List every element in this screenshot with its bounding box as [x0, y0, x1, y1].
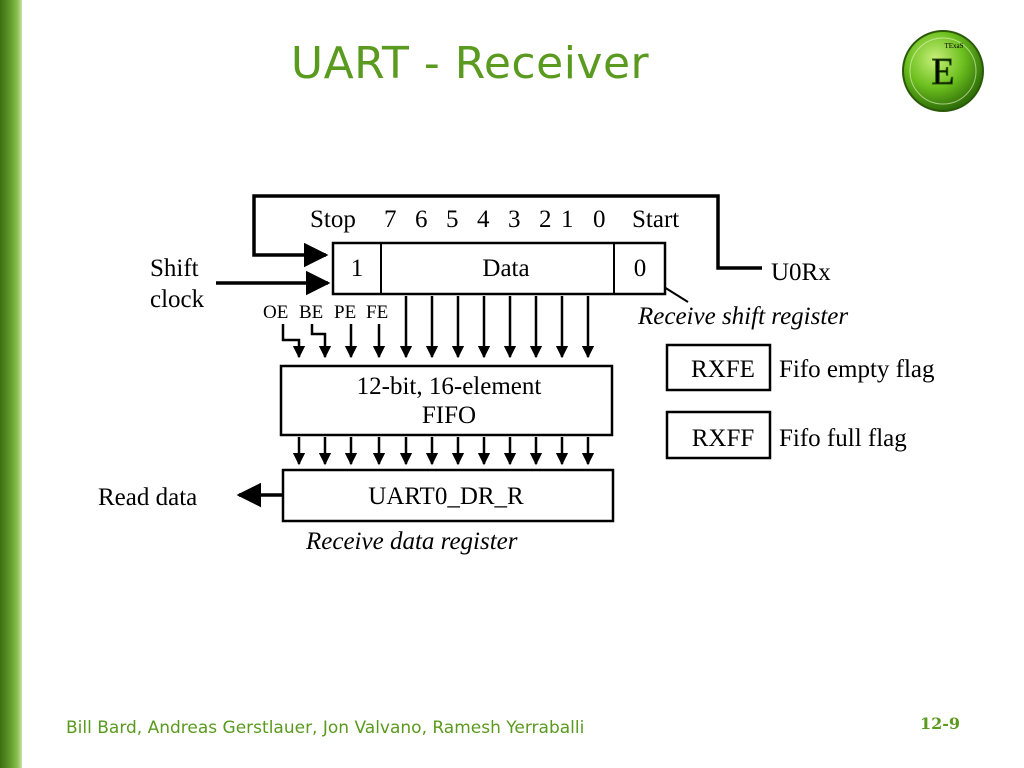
frame-bit-start: Start	[632, 206, 679, 233]
fifo-box: 12-bit, 16-element FIFO	[279, 364, 614, 437]
page-number: 12-9	[920, 714, 961, 733]
frame-bit-1: 1	[561, 206, 574, 233]
oe-flag-label: OE	[263, 302, 288, 323]
u0rx-label: U0Rx	[771, 259, 831, 286]
serial-input-path	[252, 194, 762, 270]
oe-flag-arrow	[281, 324, 306, 359]
frame-bit-0: 0	[593, 206, 606, 233]
rxfe-label: RXFE	[691, 356, 755, 383]
frame-bit-labels: Stop 7 6 5 4 3 2 1 0 Start	[310, 206, 679, 233]
stop-bit-cell: 1	[351, 255, 364, 282]
data-register-label: UART0_DR_R	[368, 483, 524, 510]
be-flag-label: BE	[299, 302, 323, 323]
frame-bit-stop: Stop	[310, 206, 356, 233]
shift-label: Shift	[150, 255, 199, 282]
receive-shift-register: 1 Data 0	[331, 241, 667, 296]
rxff-label: RXFF	[692, 425, 755, 452]
fe-flag-label: FE	[366, 302, 388, 323]
frame-bit-2: 2	[539, 206, 552, 233]
footer-authors: Bill Bard, Andreas Gerstlauer, Jon Valva…	[66, 718, 585, 738]
svg-text:TExaS: TExaS	[944, 42, 963, 50]
slide-title: UART - Receiver	[290, 38, 650, 89]
data-cell: Data	[482, 255, 529, 282]
frame-bit-5: 5	[446, 206, 459, 233]
rxfe-flag: RXFE Fifo empty flag	[665, 343, 935, 392]
data-bit-arrows-to-fifo	[399, 296, 595, 359]
be-flag-arrow	[310, 324, 332, 359]
frame-bit-7: 7	[384, 206, 397, 233]
frame-bit-3: 3	[508, 206, 521, 233]
rxfe-description: Fifo empty flag	[779, 356, 935, 383]
data-register-caption: Receive data register	[305, 528, 518, 555]
rxff-flag: RXFF Fifo full flag	[665, 410, 907, 460]
pe-flag-label: PE	[334, 302, 356, 323]
fifo-label-line2: FIFO	[422, 402, 476, 429]
fifo-label-line1: 12-bit, 16-element	[357, 373, 542, 400]
fifo-to-data-register-arrows	[292, 437, 595, 466]
read-data-label: Read data	[98, 484, 197, 511]
shift-register-caption: Receive shift register	[637, 303, 848, 330]
texas-logo-icon: E TExaS	[902, 30, 984, 112]
frame-bit-6: 6	[415, 206, 428, 233]
receive-data-register: UART0_DR_R	[281, 468, 615, 523]
clock-label: clock	[150, 286, 205, 313]
frame-bit-4: 4	[477, 206, 490, 233]
left-accent-bar	[0, 0, 22, 768]
error-flags: OE BE PE FE	[263, 302, 388, 323]
start-bit-cell: 0	[634, 255, 647, 282]
rxff-description: Fifo full flag	[779, 425, 907, 452]
svg-text:E: E	[931, 51, 954, 93]
